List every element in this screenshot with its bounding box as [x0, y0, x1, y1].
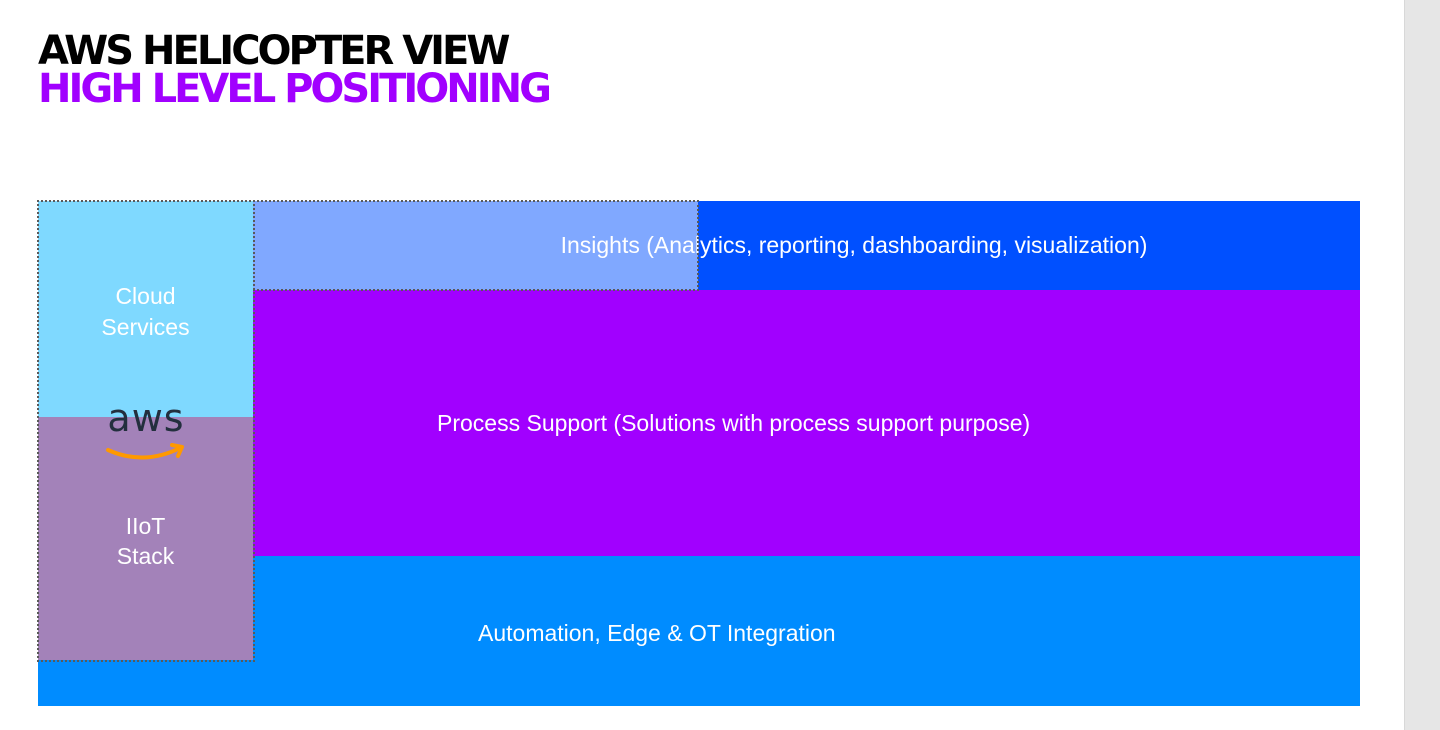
automation-layer: Automation, Edge & OT Integration — [38, 556, 1360, 706]
slide-title: AWS HELICOPTER VIEW HIGH LEVEL POSITIONI… — [38, 28, 552, 112]
cloud-services-line-2: Services — [101, 314, 190, 340]
aws-logo: aws — [86, 396, 206, 466]
cloud-services-block: Cloud Services — [38, 201, 253, 417]
title-line-2: HIGH LEVEL POSITIONING — [38, 66, 552, 112]
automation-label: Automation, Edge & OT Integration — [478, 620, 836, 646]
title-line-1: AWS HELICOPTER VIEW — [38, 28, 510, 74]
side-panel — [1404, 0, 1440, 730]
cloud-services-line-1: Cloud — [115, 283, 176, 309]
cloud-services-label: Cloud Services — [38, 281, 253, 343]
aws-logo-text: aws — [107, 396, 185, 440]
process-support-layer: Process Support (Solutions with process … — [253, 290, 1360, 556]
aws-insights-overlay — [253, 201, 698, 290]
iiot-stack-line-1: IIoT — [125, 513, 166, 539]
iiot-stack-label: IIoT Stack — [38, 511, 253, 571]
process-support-label: Process Support (Solutions with process … — [437, 410, 1031, 436]
slide: AWS HELICOPTER VIEW HIGH LEVEL POSITIONI… — [37, 28, 1360, 706]
aws-smile-icon — [106, 443, 184, 460]
iiot-stack-line-2: Stack — [116, 543, 175, 569]
